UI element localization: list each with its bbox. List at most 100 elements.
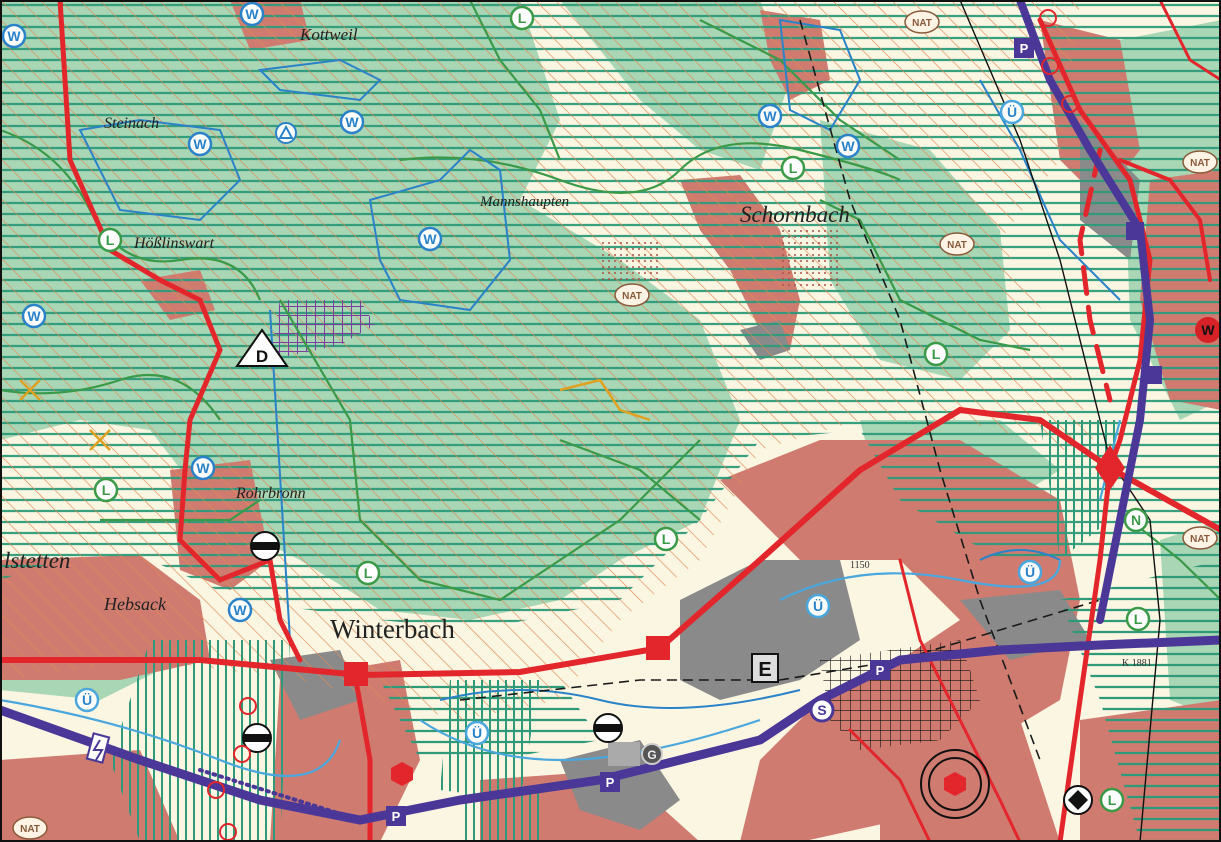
flood-symbol: Ü — [805, 593, 831, 619]
svg-text:NAT: NAT — [947, 240, 967, 251]
svg-text:NAT: NAT — [1190, 158, 1210, 169]
regional-center-symbol — [920, 749, 990, 819]
rail-stop-markers — [1126, 222, 1162, 384]
nat-symbol: NAT — [939, 232, 975, 256]
landscape-symbol: L — [93, 477, 119, 503]
water-symbol: W — [417, 226, 443, 252]
red-open-circles — [207, 9, 1079, 841]
orange-markers — [19, 378, 651, 451]
svg-text:L: L — [364, 565, 373, 581]
svg-text:NAT: NAT — [622, 291, 642, 302]
svg-text:Ü: Ü — [1025, 564, 1035, 580]
park-ride-marker: P — [870, 660, 890, 680]
nat-symbol: NAT — [1182, 526, 1218, 550]
label-hoesslinswart: Hößlinswart — [133, 235, 215, 252]
gravel-symbol: G — [608, 742, 663, 766]
dotted-settlement-2 — [600, 240, 660, 280]
svg-text:P: P — [1020, 41, 1029, 56]
commercial-grid-zone — [820, 640, 980, 750]
station-symbol-center — [593, 713, 623, 743]
svg-text:W: W — [841, 138, 855, 154]
water-symbol: W — [187, 131, 213, 157]
svg-text:NAT: NAT — [20, 824, 40, 835]
svg-text:L: L — [789, 160, 798, 176]
nat-symbol: NAT — [614, 283, 650, 307]
water-symbol: W — [21, 303, 47, 329]
svg-text:Ü: Ü — [82, 692, 92, 708]
water-symbol: W — [190, 455, 216, 481]
svg-text:Ü: Ü — [813, 598, 823, 614]
svg-text:L: L — [932, 346, 941, 362]
landscape-symbol: L — [653, 526, 679, 552]
depot-symbol: D — [235, 328, 289, 367]
landscape-symbol: L — [355, 560, 381, 586]
place-labels: Kottweil Steinach Hößlinswart Mannshaupt… — [4, 25, 850, 644]
energy-symbol: E — [751, 653, 779, 683]
label-steinach: Steinach — [104, 115, 159, 132]
label-schornbach: Schornbach — [740, 202, 850, 227]
road-junctions — [344, 445, 1125, 686]
center-hexagons — [391, 749, 990, 819]
svg-text:Ü: Ü — [472, 725, 482, 741]
svg-text:W: W — [233, 602, 247, 618]
svg-text:L: L — [1108, 792, 1117, 808]
svg-text:L: L — [106, 232, 115, 248]
water-symbol: W — [339, 109, 365, 135]
tree-symbol — [275, 122, 297, 144]
svg-text:N: N — [1131, 512, 1141, 528]
park-ride-markers: P P P P — [386, 38, 1034, 826]
water-symbol: W — [239, 1, 265, 27]
water-symbol: W — [757, 103, 783, 129]
svg-text:S: S — [817, 702, 826, 718]
svg-text:W: W — [345, 114, 359, 130]
svg-text:Ü: Ü — [1007, 104, 1017, 120]
label-l1150: 1150 — [850, 560, 870, 571]
nature-reserve-symbols: NAT NAT NAT NAT NAT NAT — [12, 10, 1218, 840]
park-ride-marker: P — [1014, 38, 1034, 58]
label-hebsack: Hebsack — [103, 594, 167, 614]
purple-grid-zone — [270, 300, 375, 360]
svg-text:W: W — [245, 6, 259, 22]
water-protection-boundaries — [78, 18, 1121, 709]
svg-text:L: L — [1134, 611, 1143, 627]
svg-text:W: W — [1201, 322, 1215, 338]
label-kottweil: Kottweil — [299, 25, 358, 44]
nature-n-symbol: N — [1123, 507, 1149, 533]
park-ride-marker: P — [600, 772, 620, 792]
svg-text:L: L — [518, 10, 527, 26]
label-stetten: lstetten — [4, 548, 70, 573]
svg-text:P: P — [392, 809, 401, 824]
flood-symbol: Ü — [74, 687, 100, 713]
svg-text:W: W — [196, 460, 210, 476]
nat-symbol: NAT — [12, 816, 48, 840]
diamond-symbol — [1063, 785, 1093, 815]
label-k1881: K 1881 — [1122, 658, 1152, 669]
svg-text:W: W — [7, 28, 21, 44]
flood-symbol: Ü — [1017, 559, 1043, 585]
svg-text:W: W — [423, 231, 437, 247]
svg-text:NAT: NAT — [1190, 534, 1210, 545]
station-symbols — [242, 531, 623, 753]
red-water-symbol: W — [1195, 317, 1221, 343]
nat-symbol: NAT — [904, 10, 940, 34]
water-symbol: W — [227, 597, 253, 623]
label-winterbach: Winterbach — [330, 614, 455, 644]
landscape-symbol: L — [780, 155, 806, 181]
station-symbol-rohrbronn — [250, 531, 280, 561]
landscape-symbol: L — [509, 5, 535, 31]
landscape-boundaries — [0, 0, 1221, 602]
svg-text:E: E — [758, 659, 771, 681]
nat-symbol: NAT — [1182, 150, 1218, 174]
landscape-symbol: L — [97, 227, 123, 253]
svg-text:L: L — [102, 482, 111, 498]
svg-text:W: W — [27, 308, 41, 324]
flood-symbol: Ü — [999, 99, 1025, 125]
water-symbols: W W W W W W W W W W — [1, 1, 861, 623]
svg-text:P: P — [876, 663, 885, 678]
svg-text:D: D — [256, 347, 268, 366]
landscape-symbols: L L L L L L L L L — [93, 5, 1151, 813]
road-labels: K 1881 1150 — [850, 560, 1152, 669]
regional-railway — [0, 0, 1221, 825]
